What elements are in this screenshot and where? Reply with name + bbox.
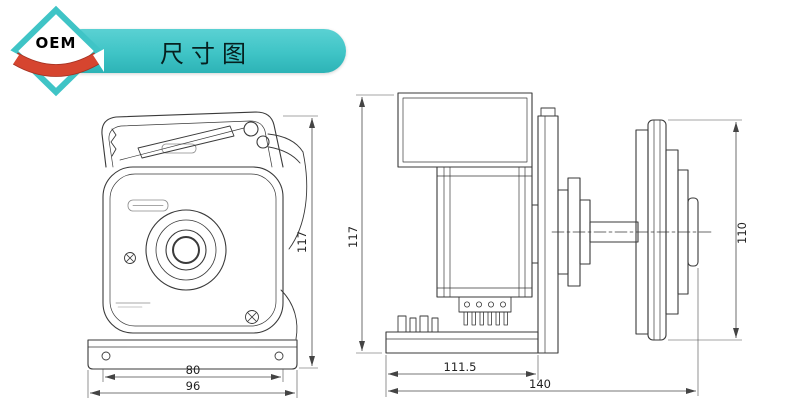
oem-badge-label: OEM [36,34,77,52]
ribbon-notch-right [93,49,104,72]
dim-front-width-outer: 96 [186,379,201,393]
dim-side-depth-outer: 140 [529,377,551,391]
page-title: 尺寸图 [160,39,253,68]
dim-side-height-left: 117 [346,226,360,248]
side-view-dimensions [356,94,742,397]
logo-mark [115,143,197,308]
ribbon-notch-left [8,49,19,72]
dim-side-height-right: 110 [735,222,749,244]
front-view-dimensions [87,115,318,398]
dim-front-height: 117 [295,231,309,253]
oem-badge: OEM [8,5,104,97]
title-banner: 尺寸图 [60,29,346,73]
dim-front-width-inner: 80 [186,363,201,377]
front-view-drawing [87,111,308,370]
side-view-drawing [385,92,713,354]
dim-side-depth-inner: 111.5 [444,360,477,374]
